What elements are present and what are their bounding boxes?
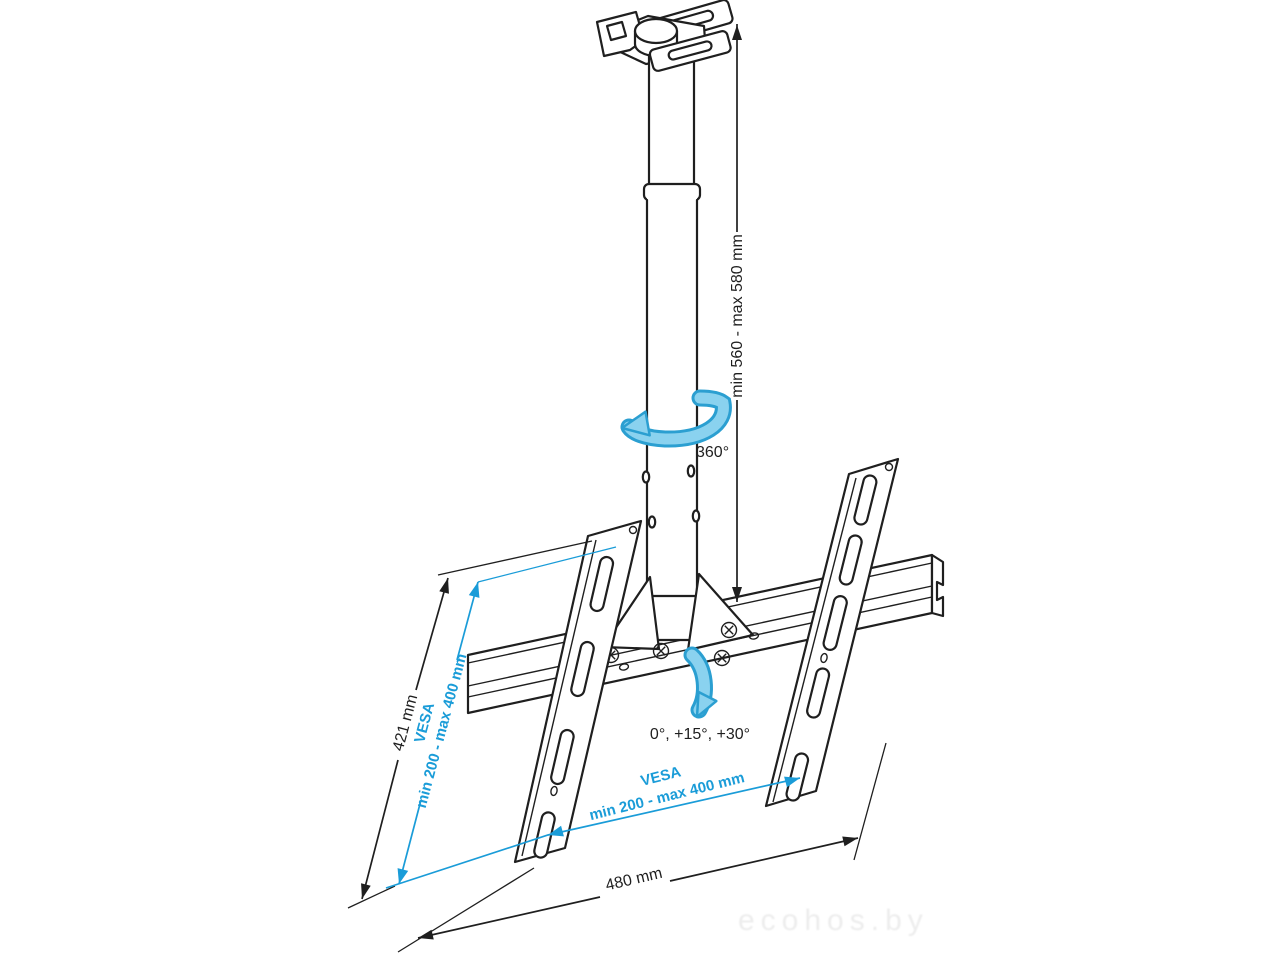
dim-pole-height: min 560 - max 580 mm	[729, 24, 746, 602]
dim-vesa-bottom: VESA min 200 - max 400 mm	[385, 763, 801, 889]
arrow-down-icon	[732, 587, 742, 602]
rail-end-flange	[930, 553, 945, 618]
arrow-icon	[439, 578, 449, 594]
pole-bolt	[647, 515, 657, 529]
screw-icon	[652, 642, 670, 660]
vesa-slot	[550, 728, 575, 786]
pole-collar	[642, 182, 702, 202]
front-plate-slot	[667, 40, 713, 61]
tilt-arrow-icon	[683, 646, 718, 719]
corner-hole	[628, 525, 638, 535]
vesa-slot	[853, 474, 878, 526]
rail-hole	[618, 663, 630, 671]
small-hole	[550, 785, 558, 797]
tilt-angles-label: 0°, +15°, +30°	[650, 726, 750, 743]
corner-hole	[884, 462, 894, 472]
rotation-arrow-icon	[620, 389, 732, 448]
arrow-icon	[397, 868, 409, 884]
rail-screws	[602, 621, 760, 671]
telescopic-pole	[641, 38, 702, 604]
arrow-icon	[361, 883, 371, 899]
arrow-icon	[784, 776, 800, 788]
pole-bolt	[641, 470, 651, 484]
vesa-bracket-right	[764, 457, 900, 808]
gusset-left	[601, 575, 661, 651]
pole-height-label: min 560 - max 580 mm	[729, 234, 746, 398]
small-hole	[820, 652, 828, 664]
rail-hole	[748, 632, 760, 640]
watermark: ecohos.by	[738, 904, 929, 937]
vesa-slot	[785, 752, 810, 802]
arrow-icon	[548, 825, 564, 837]
vesa-slot	[822, 595, 848, 651]
knob-icon	[633, 17, 679, 45]
arrow-icon	[468, 582, 480, 598]
pole-bolt	[686, 464, 696, 478]
pole-bolt	[691, 509, 701, 523]
vesa-slot	[570, 640, 595, 698]
rotation-label: 360°	[696, 444, 729, 461]
arrow-icon	[842, 836, 858, 847]
vesa-slot	[806, 667, 831, 719]
vesa-slot	[589, 555, 615, 613]
bracket-width-label: 480 mm	[604, 865, 664, 895]
vesa-slot	[838, 534, 863, 586]
bracket-tab-hole	[605, 20, 628, 42]
ceiling-bracket-front	[633, 17, 732, 72]
vesa-slot	[533, 811, 556, 859]
screw-icon	[720, 621, 738, 639]
arrow-up-icon	[732, 25, 742, 40]
screw-icon	[713, 649, 731, 667]
vesa-bracket-left	[513, 519, 643, 864]
